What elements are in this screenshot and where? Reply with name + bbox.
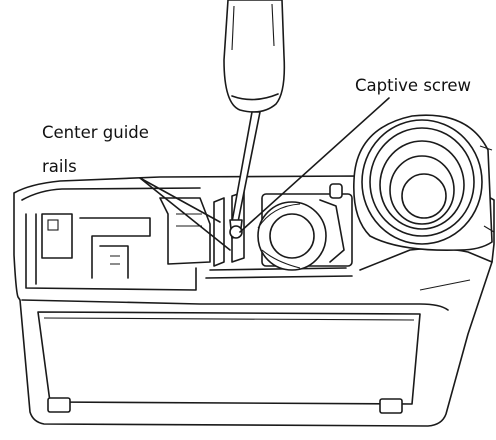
screwdriver: [223, 0, 286, 239]
bay-bracket: [41, 213, 73, 259]
captive-screw-label: Captive screw: [355, 76, 472, 95]
screwdriver-handle: [223, 0, 286, 113]
foot-right: [379, 398, 403, 414]
foot-left: [47, 397, 71, 413]
callout-lines: [139, 97, 390, 251]
center-rails-callout-line-a: [139, 177, 221, 223]
left-bay: [25, 197, 211, 291]
captive-screw-callout-line: [239, 97, 390, 233]
lens-assembly: [353, 114, 495, 252]
captive-screw-head: [229, 225, 243, 239]
fan-assembly: [257, 183, 353, 271]
guide-rail-left: [213, 197, 225, 267]
center-guide-rails-label-line1: Center guide: [42, 123, 149, 142]
center-rails-callout-line-b: [139, 177, 231, 251]
center-guide-rails-label-line2: rails: [42, 157, 77, 176]
